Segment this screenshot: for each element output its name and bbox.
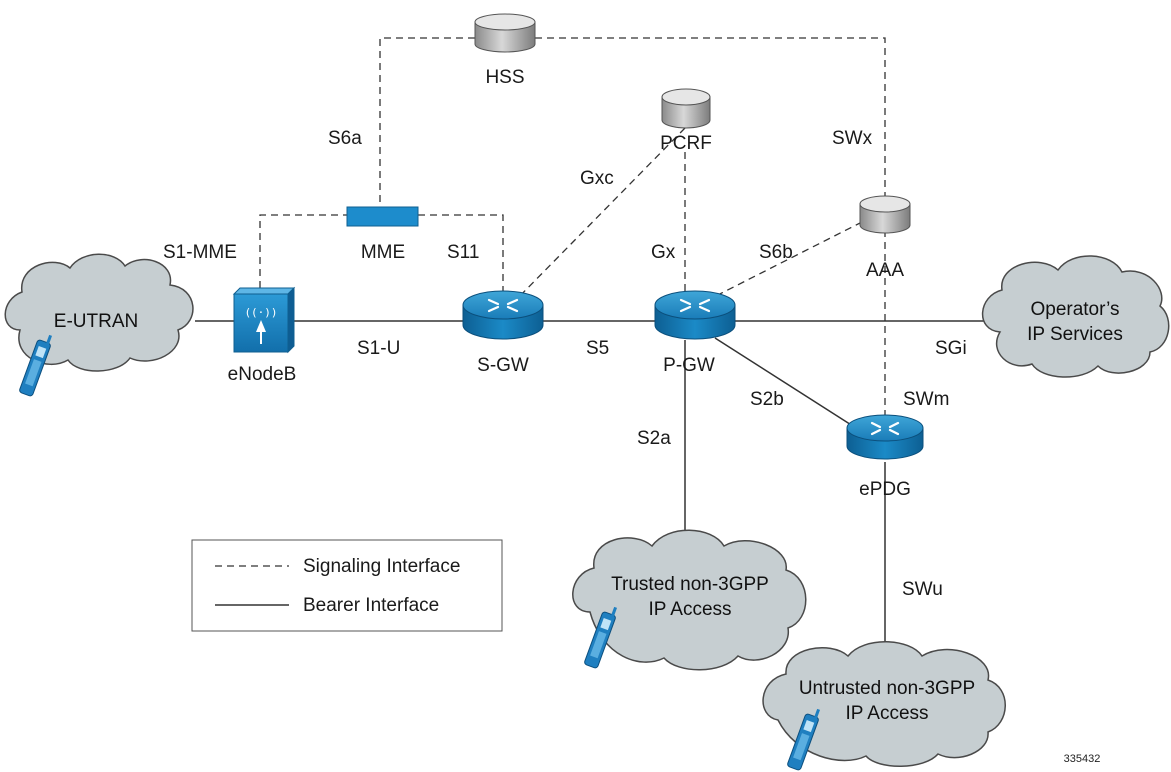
link-mme-enodeb [259, 214, 350, 292]
legend: Signaling Interface Bearer Interface [191, 539, 503, 632]
interface-swm: SWm [903, 389, 949, 410]
cloud-eutran-label: E-UTRAN [54, 311, 138, 332]
enodeb-icon: ((·)) [232, 286, 296, 354]
pcrf-label: PCRF [660, 133, 712, 154]
interface-labels: S6a SWx Gxc S1-MME S11 Gx S6b S1-U S5 SG… [163, 128, 967, 600]
link-mme-sgw [418, 214, 504, 300]
aaa-label: AAA [866, 260, 904, 281]
pgw-label: P-GW [663, 355, 715, 376]
interface-swx: SWx [832, 128, 873, 149]
handset-icon-trusted [584, 606, 618, 669]
interface-sgi: SGi [935, 338, 967, 359]
mme-box [346, 206, 419, 227]
sgw-router-icon [462, 290, 544, 340]
cloud-eutran: E-UTRAN [4, 253, 194, 372]
link-hss-aaa [535, 37, 886, 196]
cloud-operator-services: Operator’s IP Services [981, 255, 1170, 378]
legend-box [191, 539, 503, 632]
epdg-router-icon [846, 414, 924, 460]
cloud-operator-label-line1: Operator’s [1030, 299, 1119, 320]
legend-signaling-label: Signaling Interface [303, 556, 460, 577]
cloud-operator-label-line2: IP Services [1027, 324, 1123, 345]
cloud-untrusted-label-line1: Untrusted non-3GPP [799, 678, 975, 699]
bearer-links [195, 320, 1000, 662]
interface-s6b: S6b [759, 242, 793, 263]
interface-s6a: S6a [328, 128, 362, 149]
enodeb-label: eNodeB [228, 364, 297, 385]
interface-s1-u: S1-U [357, 338, 400, 359]
handset-icon-untrusted [787, 708, 821, 771]
interface-s1-mme: S1-MME [163, 242, 237, 263]
legend-bearer-label: Bearer Interface [303, 595, 439, 616]
hss-database-icon [474, 13, 536, 53]
cloud-trusted-label-line2: IP Access [648, 599, 731, 620]
cloud-untrusted-label-line2: IP Access [845, 703, 928, 724]
interface-s2b: S2b [750, 389, 784, 410]
mme-label: MME [361, 242, 405, 263]
signaling-links [259, 37, 886, 418]
cloud-trusted-label-line1: Trusted non-3GPP [611, 574, 769, 595]
link-hss-mme [379, 37, 475, 208]
interface-s5: S5 [586, 338, 609, 359]
interface-s11: S11 [447, 242, 479, 263]
svg-text:((·)): ((·)) [244, 306, 277, 319]
cloud-trusted-access: Trusted non-3GPP IP Access [572, 529, 807, 671]
interface-swu: SWu [902, 579, 943, 600]
hss-label: HSS [485, 67, 524, 88]
epdg-label: ePDG [859, 479, 911, 500]
sgw-label: S-GW [477, 355, 529, 376]
cloud-untrusted-access: Untrusted non-3GPP IP Access [762, 641, 1006, 767]
link-aaa-pgw [699, 221, 863, 305]
handset-icon-eutran [19, 334, 53, 397]
figure-id: 335432 [1064, 753, 1101, 765]
aaa-database-icon [859, 195, 911, 234]
interface-gxc: Gxc [580, 168, 614, 189]
link-pcrf-sgw [511, 127, 686, 305]
pgw-router-icon [654, 290, 736, 340]
pcrf-database-icon [661, 88, 711, 129]
link-pgw-epdg [714, 337, 857, 429]
interface-s2a: S2a [637, 428, 671, 449]
interface-gx: Gx [651, 242, 676, 263]
